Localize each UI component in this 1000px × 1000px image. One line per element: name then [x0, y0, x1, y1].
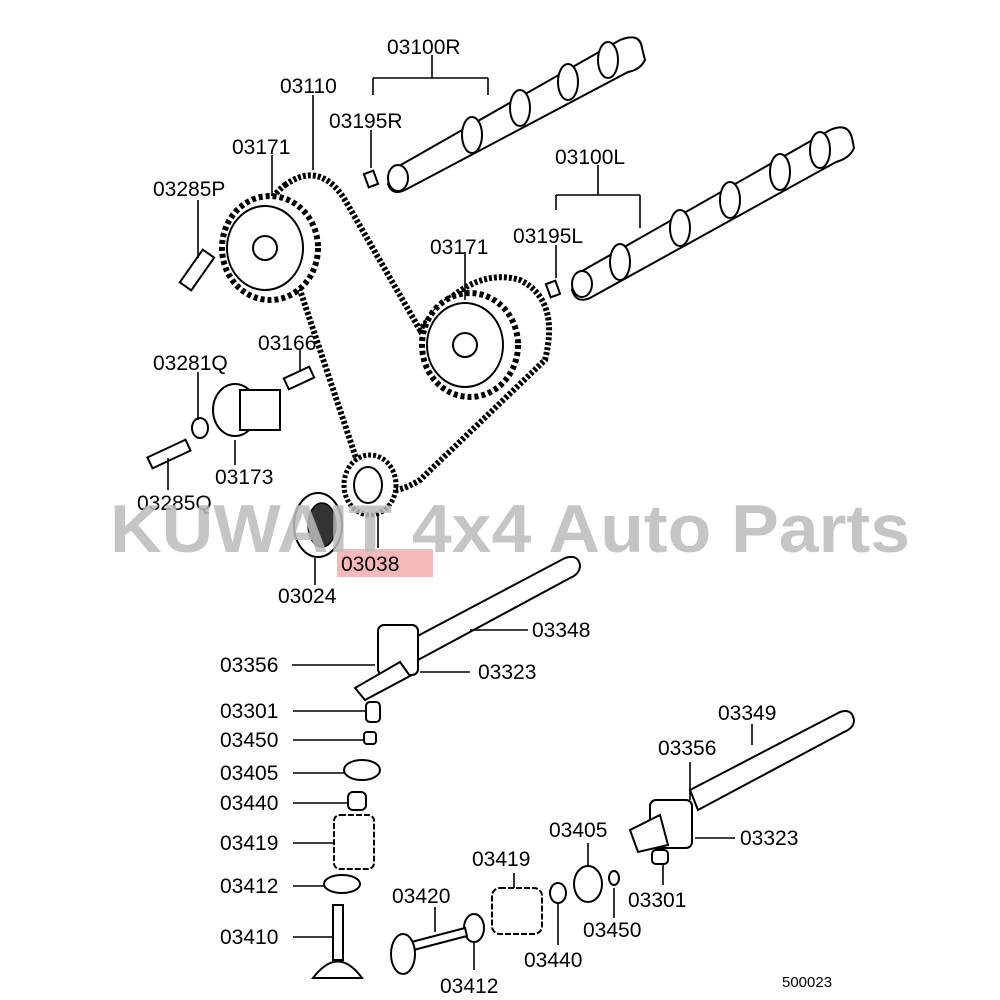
- cam-sprocket-r: [219, 193, 321, 303]
- bolt-p: [178, 248, 216, 292]
- pin-l: [544, 279, 562, 299]
- label-03348: 03348: [532, 619, 590, 642]
- valve-spring-b: [491, 887, 543, 935]
- label-03195L: 03195L: [513, 225, 583, 248]
- lash-adjuster-b: [651, 849, 669, 865]
- label-03100L: 03100L: [555, 146, 625, 169]
- label-03038: 03038: [341, 553, 399, 576]
- camshaft-l: [570, 126, 856, 301]
- spring-03166: [282, 365, 316, 391]
- label-03285P: 03285P: [153, 178, 225, 201]
- label-03450-b: 03450: [583, 919, 641, 942]
- pin-r: [362, 169, 380, 189]
- label-03419-a: 03419: [220, 832, 278, 855]
- nut-b: [608, 870, 620, 886]
- seal-a: [347, 791, 367, 811]
- label-03110: 03110: [280, 75, 337, 98]
- label-03301-b: 03301: [628, 889, 686, 912]
- label-03356-b: 03356: [658, 737, 716, 760]
- retainer-a: [343, 759, 381, 781]
- lash-adjuster-a: [365, 701, 381, 723]
- washer-q: [191, 417, 209, 439]
- spring-seat-b: [463, 913, 485, 943]
- label-03323-a: 03323: [478, 661, 536, 684]
- crank-flange: [293, 492, 343, 558]
- label-03412-a: 03412: [220, 875, 278, 898]
- label-03440-a: 03440: [220, 792, 278, 815]
- label-03410: 03410: [220, 926, 278, 949]
- label-03349: 03349: [718, 702, 776, 725]
- camshaft-r: [386, 36, 647, 193]
- label-03285Q: 03285Q: [137, 492, 212, 515]
- label-03440-b: 03440: [524, 949, 582, 972]
- label-03420: 03420: [392, 885, 450, 908]
- label-03171-r: 03171: [232, 136, 290, 159]
- label-03301-a: 03301: [220, 700, 278, 723]
- label-03405-a: 03405: [220, 762, 278, 785]
- label-03024: 03024: [278, 585, 337, 608]
- cam-sprocket-l: [419, 290, 521, 400]
- tensioner: [212, 383, 281, 437]
- label-03281Q: 03281Q: [153, 352, 228, 375]
- diagram-code: 500023: [782, 974, 832, 991]
- valve-a: [310, 904, 364, 979]
- label-03171-l: 03171: [430, 236, 488, 259]
- label-03100R: 03100R: [387, 36, 461, 59]
- watermark: KUWAIT 4x4 Auto Parts: [110, 491, 910, 567]
- label-03450-a: 03450: [220, 729, 278, 752]
- highlight-box: [337, 549, 433, 577]
- label-03412-b: 03412: [440, 975, 498, 998]
- label-03419-b: 03419: [472, 848, 530, 871]
- label-03356-a: 03356: [220, 654, 278, 677]
- retainer-b: [573, 865, 603, 903]
- seal-b: [549, 882, 567, 904]
- rocker-shaft-a: [353, 555, 582, 702]
- spring-seat-a: [323, 874, 361, 894]
- label-03405-b: 03405: [549, 819, 607, 842]
- label-03323-b: 03323: [740, 827, 798, 850]
- label-03166: 03166: [258, 332, 316, 355]
- valve-b: [390, 926, 469, 975]
- crank-sprocket: [341, 452, 399, 518]
- nut-a: [363, 731, 377, 745]
- rocker-shaft-b: [628, 710, 856, 854]
- label-03173: 03173: [215, 466, 273, 489]
- valve-spring-a: [333, 814, 375, 870]
- label-03195R: 03195R: [329, 110, 403, 133]
- leader-lines: [167, 55, 753, 970]
- bolt-q: [146, 438, 192, 470]
